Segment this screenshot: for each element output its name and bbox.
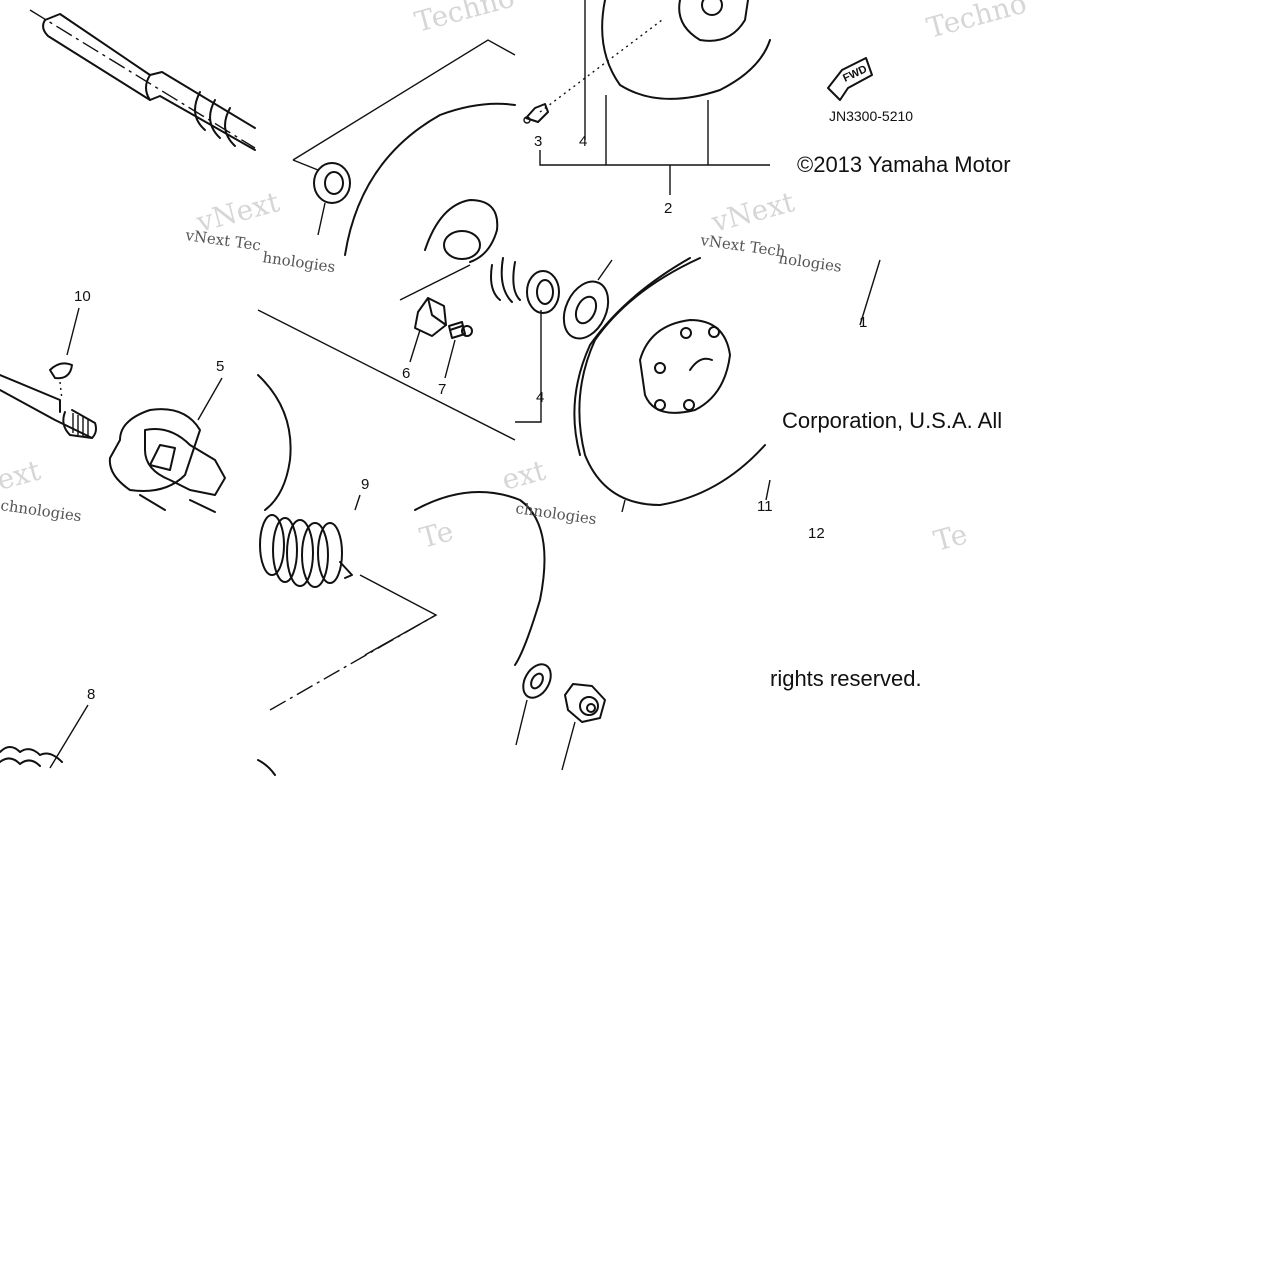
fwd-arrow-icon: FWD	[827, 57, 873, 101]
watermark-small-c: vNext Tech	[698, 231, 787, 261]
compression-spring-part	[259, 494, 361, 588]
woodruff-key-part	[49, 307, 80, 401]
watermark-brand-a: Techno	[411, 0, 518, 39]
secondary-sheave-part	[539, 0, 771, 195]
bottom-washer-part	[515, 663, 552, 746]
lower-frame-lines	[269, 574, 438, 711]
sheave-edge-part	[621, 479, 771, 513]
callout-3: 3	[534, 133, 542, 150]
callout-2: 2	[664, 200, 672, 217]
drive-belt-coil-part	[0, 704, 89, 769]
copyright-line-3: rights reserved.	[770, 666, 922, 691]
watermark-brand-c2: ext	[0, 453, 45, 496]
fragment-arc-part	[257, 759, 276, 776]
watermark-small-e: chnologies	[0, 496, 83, 525]
roller-weight-part	[409, 297, 447, 363]
callout-4a: 4	[579, 133, 587, 150]
upper-frame-lines	[292, 39, 516, 171]
washer-part	[562, 259, 613, 340]
fwd-label: FWD	[841, 63, 869, 84]
callout-12: 12	[808, 525, 825, 542]
watermark-brand-b2: vNext	[707, 185, 798, 239]
primary-sheave-part	[344, 102, 516, 263]
copyright-line-2: Corporation, U.S.A. All	[782, 408, 1002, 433]
callout-9: 9	[361, 476, 369, 493]
callout-1: 1	[859, 314, 867, 331]
sliding-sheave-part	[573, 257, 881, 506]
diagram-code: JN3300-5210	[829, 108, 913, 124]
grease-nipple-part	[523, 103, 549, 124]
callout-11: 11	[757, 498, 773, 515]
spacer-part	[526, 270, 560, 314]
watermark: Techno Techno vNext vNext ext Te Te ext …	[0, 0, 1030, 558]
watermark-brand-d: Te	[416, 514, 456, 554]
fixed-sheave-part	[257, 374, 292, 511]
spring-fragment-part	[490, 257, 521, 303]
watermark-brand-c: ext	[498, 453, 549, 496]
copyright-line-1: ©2013 Yamaha Motor	[797, 152, 1011, 177]
drive-shaft-part	[29, 9, 256, 151]
callout-7: 7	[438, 381, 446, 398]
watermark-small-b: hnologies	[261, 248, 336, 276]
callout-10: 10	[74, 288, 91, 305]
watermark-brand-a2: Techno	[923, 0, 1030, 45]
outer-sheave-arc-part	[414, 491, 546, 666]
oil-seal-part	[313, 162, 351, 236]
lock-nut-part	[561, 683, 606, 771]
callout-5: 5	[216, 358, 224, 375]
crankshaft-end-part	[0, 374, 97, 439]
watermark-small-f: chnologies	[514, 499, 597, 528]
callout-4b: 4	[536, 389, 544, 406]
watermark-brand-d2: Te	[930, 517, 970, 557]
callout-6: 6	[402, 365, 410, 382]
callout-8: 8	[87, 686, 95, 703]
watermark-small-a: vNext Tec	[183, 226, 262, 255]
watermark-small-d: nologies	[777, 249, 842, 276]
middle-frame-lines	[257, 264, 542, 441]
set-bolt-part	[444, 321, 473, 379]
spider-assembly-part	[108, 377, 226, 513]
